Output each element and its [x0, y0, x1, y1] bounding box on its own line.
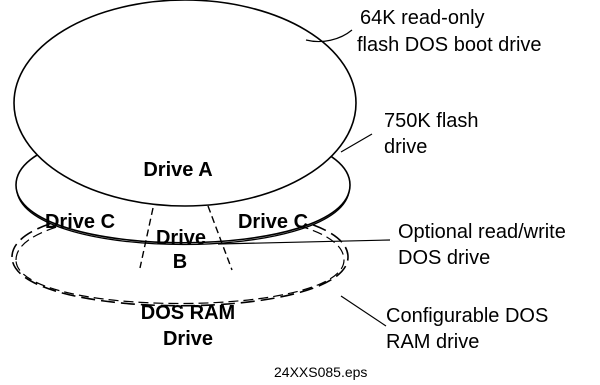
drive-b-right-partition [207, 205, 233, 271]
dos-ram-label-line2: Drive [163, 328, 213, 350]
ram-drive-dashed-ellipse-outer [11, 205, 349, 307]
configurable-callout-line2: RAM drive [386, 331, 479, 353]
drive-b-label-line1: Drive [156, 227, 206, 249]
boot-drive-disc [13, 0, 357, 207]
flash-drive-callout-line2: drive [384, 136, 427, 158]
drive-a-label: Drive A [143, 159, 212, 181]
flash-drive-disc-edge [16, 191, 350, 246]
drive-b-label-line2: B [173, 251, 187, 273]
configurable-callout-line1: Configurable DOS [386, 305, 548, 327]
boot-drive-leader [305, 29, 353, 43]
optional-rw-leader [217, 239, 391, 245]
boot-drive-callout-line1: 64K read-only [360, 7, 485, 29]
configurable-leader [340, 295, 387, 327]
flash-drive-leader [340, 133, 373, 153]
figure-filename: 24XXS085.eps [274, 364, 367, 380]
flash-drive-callout-line1: 750K flash [384, 110, 479, 132]
optional-rw-callout-line2: DOS drive [398, 247, 490, 269]
boot-drive-callout-line2: flash DOS boot drive [357, 34, 542, 56]
dos-ram-label-line1: DOS RAM [141, 302, 235, 324]
drive-c-right-label: Drive C [238, 211, 308, 233]
drive-c-left-label: Drive C [45, 211, 115, 233]
optional-rw-callout-line1: Optional read/write [398, 221, 566, 243]
